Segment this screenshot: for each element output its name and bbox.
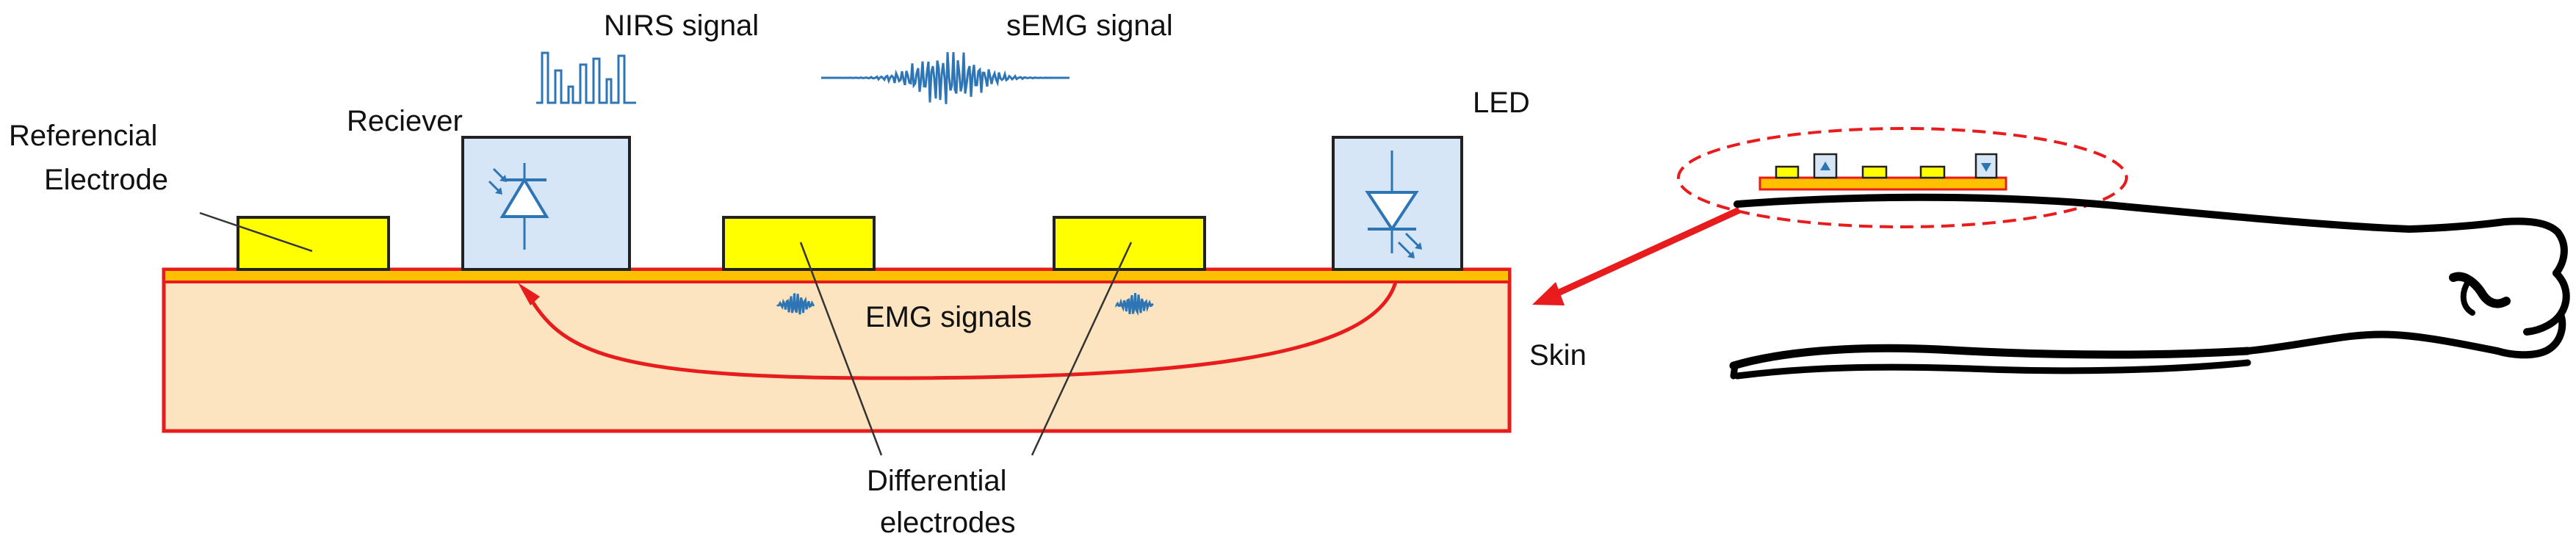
referencial-label-line2: Electrode bbox=[44, 164, 168, 196]
forearm-drawing bbox=[1729, 193, 2570, 380]
photodiode-icon bbox=[499, 177, 549, 218]
differential-label-line1: Differential bbox=[867, 465, 1006, 497]
nirs-signal-icon bbox=[536, 51, 636, 104]
differential-electrode-right bbox=[1053, 216, 1206, 271]
sensor-zoom-ellipse bbox=[1677, 127, 2128, 228]
referencial-label-line1: Referencial bbox=[9, 120, 157, 152]
differential-label-line2: electrodes bbox=[880, 507, 1016, 539]
skin-pointer-arrow bbox=[1547, 206, 1741, 301]
skin-label: Skin bbox=[1529, 339, 1587, 372]
skin-layer bbox=[162, 268, 1511, 283]
tissue-block bbox=[162, 267, 1512, 433]
led-sensor bbox=[1332, 136, 1463, 271]
differential-leader-right bbox=[1031, 242, 1133, 456]
emg-signals-label: EMG signals bbox=[865, 301, 1032, 333]
differential-leader-left bbox=[799, 242, 883, 456]
semg-signal-icon bbox=[821, 52, 1069, 104]
skin-pointer-arrowhead bbox=[1532, 282, 1565, 305]
emg-burst-icon-left bbox=[776, 293, 815, 315]
differential-electrode-left bbox=[722, 216, 876, 271]
led-icon bbox=[1365, 191, 1419, 232]
current-path-arrow bbox=[523, 281, 1398, 380]
receiver-label: Reciever bbox=[347, 105, 463, 137]
current-path-arrowhead bbox=[518, 283, 540, 305]
semg-signal-label: sEMG signal bbox=[1006, 10, 1173, 42]
emg-burst-icon-right bbox=[1115, 292, 1154, 316]
referencial-leader-line bbox=[199, 211, 313, 253]
mini-sensor-strip bbox=[1758, 153, 2007, 191]
referencial-electrode bbox=[237, 216, 390, 271]
led-label: LED bbox=[1473, 87, 1530, 119]
receiver-sensor bbox=[461, 136, 631, 271]
nirs-signal-label: NIRS signal bbox=[604, 10, 759, 42]
